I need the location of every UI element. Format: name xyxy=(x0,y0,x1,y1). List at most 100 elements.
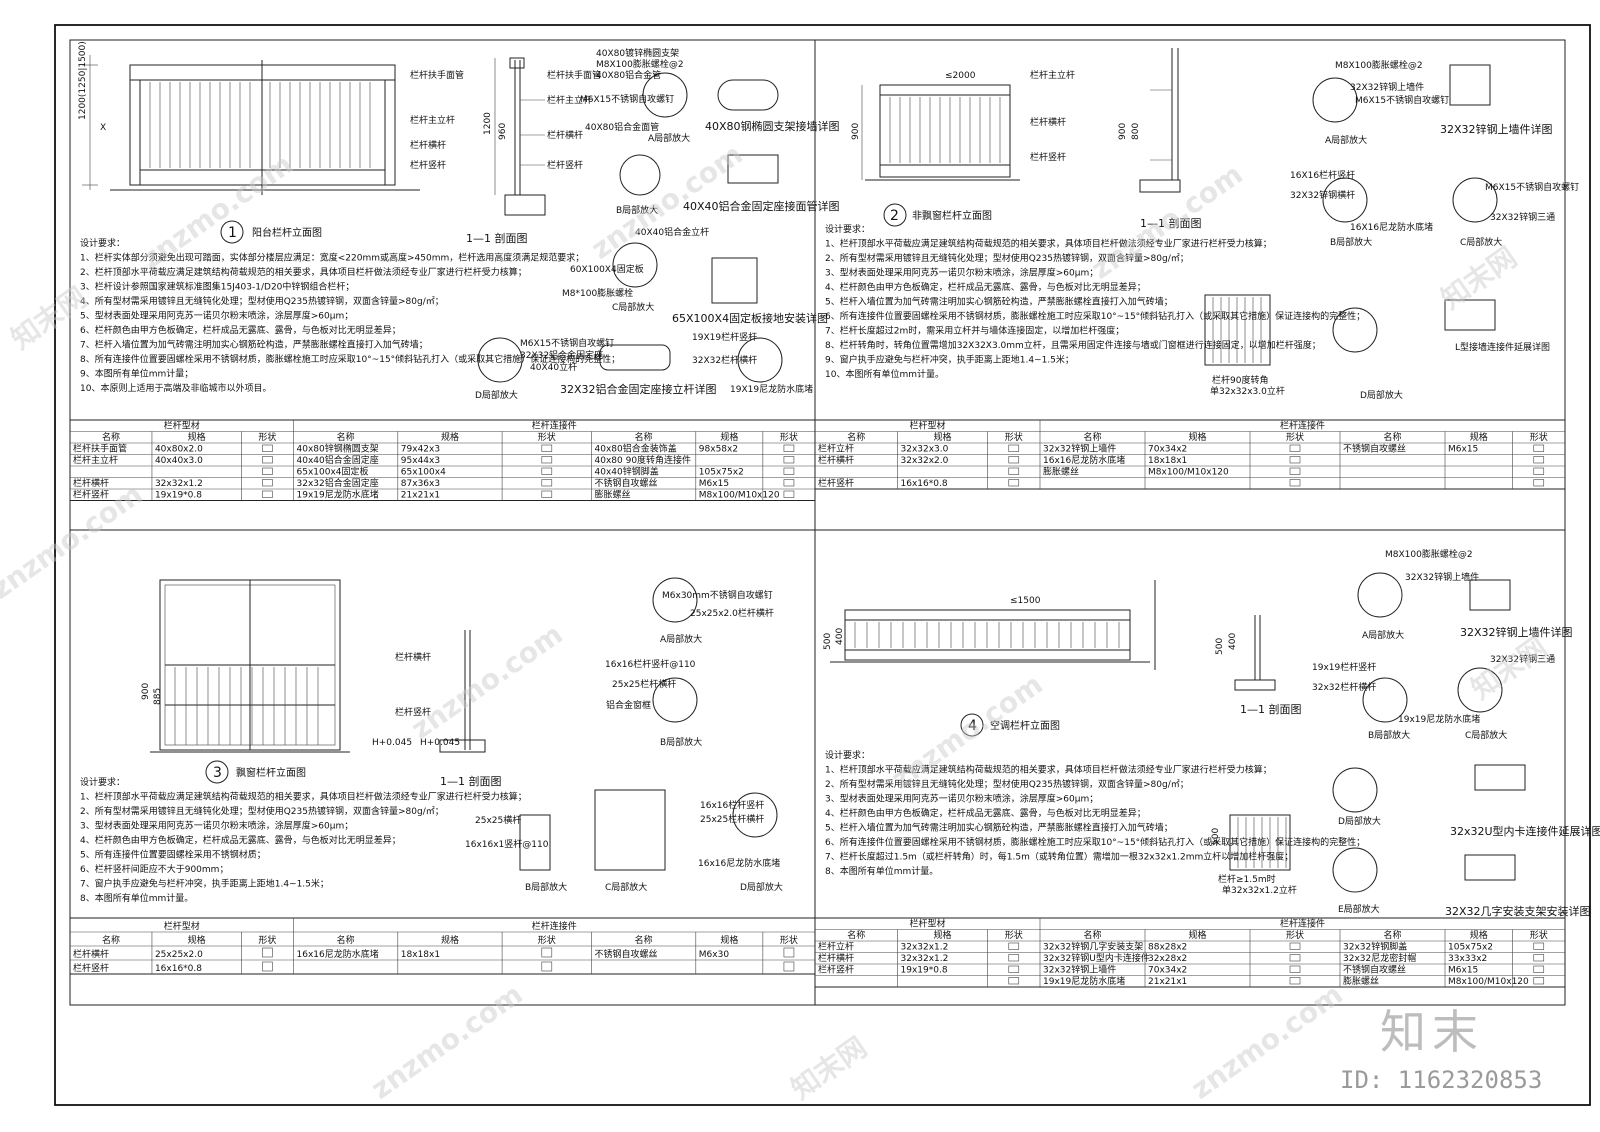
table-cell: 95x44x3 xyxy=(401,456,440,466)
table-cell: 不锈钢自攻螺丝 xyxy=(1343,964,1406,976)
table-cell: M8x100/M10x120 xyxy=(1148,468,1229,478)
table-cell: 32x32锌钢上墙件 xyxy=(1043,443,1116,455)
znzmo-logo: 知末 xyxy=(1380,1005,1484,1059)
table-header: 规格 xyxy=(441,431,459,443)
p3-detail-text-0: M6x30mm不锈钢自攻螺钉 xyxy=(662,589,773,601)
table-shape-icon xyxy=(1289,444,1301,452)
image-id: ID: 1162320853 xyxy=(1340,1066,1543,1094)
p1-note-line: 10、本原则上适用于高端及非临城市以外项目。 xyxy=(80,382,271,394)
table-cell: 16x16*0.8 xyxy=(155,964,202,974)
p4-note-line: 7、栏杆长度超过1.5m（或栏杆转角）时，每1.5m（或转角位置）需增加一根32… xyxy=(825,851,1293,863)
p4-detail-text-5: 19x19尼龙防水底堵 xyxy=(1398,713,1480,725)
p3-detail-text-4: 25x25栏杆横杆 xyxy=(612,678,676,690)
table-cell: 16x16尼龙防水底堵 xyxy=(1043,454,1125,466)
table-shape-icon xyxy=(262,444,273,452)
table-header: 形状 xyxy=(1286,929,1304,941)
p2-detail-text-11: C局部放大 xyxy=(1460,236,1502,248)
p3-detail-a xyxy=(652,577,698,623)
p1-detail-text-20: 32X32栏杆横杆 xyxy=(692,354,757,366)
p4-detail-text-13: E局部放大 xyxy=(1338,903,1380,915)
p4-detail-text-3: 19x19栏杆竖杆 xyxy=(1312,661,1376,673)
table-shape-icon xyxy=(541,961,553,972)
table-cell: 32x32x1.2 xyxy=(901,943,949,953)
table-cell: 19x19尼龙防水底堵 xyxy=(1043,975,1125,987)
table-cell: 32x32x1.2 xyxy=(901,954,949,964)
table-cell: 32x32锌钢U型内卡连接件 xyxy=(1043,952,1150,964)
p4-dim-500: 500 xyxy=(823,633,833,650)
table-header: 规格 xyxy=(933,929,951,941)
table-group-connector: 栏杆连接件 xyxy=(532,920,577,932)
table-header: 名称 xyxy=(1383,929,1401,941)
table-shape-icon xyxy=(262,467,273,475)
p4-note-line: 1、栏杆顶部水平荷载应满足建筑结构荷载规范的相关要求，具体项目栏杆做法须经专业厂… xyxy=(825,764,1272,776)
p4-detail-c xyxy=(1457,667,1503,713)
table-shape-icon xyxy=(541,467,553,475)
table-shape-icon xyxy=(1533,467,1545,475)
p4-title: 空调栏杆立面图 xyxy=(990,719,1060,732)
table-cell: 膨胀螺丝 xyxy=(1343,975,1379,987)
p4-detail-text-6: 32X32锌钢三通 xyxy=(1490,653,1555,665)
panel-3-bay-window-railing xyxy=(150,577,778,871)
p1-detail-text-16: M6X15不锈钢自攻螺钉 xyxy=(520,337,614,349)
table-cell: 32x32锌钢几字安装支架 xyxy=(1043,941,1143,953)
table-header: 名称 xyxy=(337,934,355,946)
p2-corner-view xyxy=(1204,294,1271,366)
table-cell: 21x21x1 xyxy=(1148,977,1187,987)
table-cell: 32x32x1.2 xyxy=(155,479,203,489)
p1-detail-text-14: 60X100X4固定板 xyxy=(570,263,644,275)
table-header: 形状 xyxy=(1530,431,1548,443)
p2-note-line: 1、栏杆顶部水平荷载应满足建筑结构荷载规范的相关要求，具体项目栏杆做法须经专业厂… xyxy=(825,238,1272,250)
table-shape-icon xyxy=(262,490,273,498)
p2-dim-800: 800 xyxy=(1131,123,1141,140)
p1-oval-bracket xyxy=(717,79,779,111)
table-cell: 40x40铝合金固定座 xyxy=(297,454,379,466)
table-cell: 不锈钢自攻螺丝 xyxy=(595,948,658,960)
table-header: 名称 xyxy=(102,431,120,443)
p4-detail-b xyxy=(1362,677,1408,723)
table-header: 形状 xyxy=(538,431,556,443)
p2-detail-text-8: 32X32锌钢三通 xyxy=(1490,211,1555,223)
table-header: 名称 xyxy=(102,934,120,946)
table-shape-icon xyxy=(262,947,273,958)
p4-detail-text-7: 32x32U型内卡连接件延展详图 xyxy=(1450,824,1600,838)
p3-detail-text-8: D局部放大 xyxy=(740,881,783,893)
p4-detail-text-1: 32X32锌钢上墙件 xyxy=(1405,571,1479,583)
p4-section xyxy=(1234,615,1276,691)
p2-l-bracket xyxy=(1444,299,1496,331)
p3-detail-b2 xyxy=(519,814,551,871)
p3-detail-text-9: 25x25横杆 xyxy=(475,814,521,826)
p3-dim-885: 885 xyxy=(153,688,163,705)
p1-detail-text-4: 40X80铝合金面管 xyxy=(585,121,659,133)
watermark-12: znzmo.com xyxy=(1185,977,1349,1105)
p3-note-line: 6、栏杆竖杆间距应不大于900mm； xyxy=(80,863,228,875)
table-header: 名称 xyxy=(635,934,653,946)
p2-corner-sub: 单32x32x3.0立杆 xyxy=(1210,385,1285,397)
table-header: 规格 xyxy=(1470,431,1488,443)
table-shape-icon xyxy=(541,456,553,464)
table-shape-icon xyxy=(783,456,795,464)
table-shape-icon xyxy=(1533,456,1545,464)
table-header: 形状 xyxy=(1286,431,1304,443)
p3-note-line: 3、型材表面处理采用阿克苏一诺贝尔粉末喷涂，涂层厚度>60μm； xyxy=(80,820,353,832)
p4-detail-text-11: C局部放大 xyxy=(1465,729,1507,741)
p1-sec-label-3: 栏杆横杆 xyxy=(547,129,583,141)
p4-detail-text-8: 32X32几字安装支架安装详图 xyxy=(1445,904,1591,918)
table-cell: 105x75x2 xyxy=(1448,943,1493,953)
table-shape-icon xyxy=(541,444,553,452)
table-cell: 87x36x3 xyxy=(401,479,440,489)
text-layer: 1 阳台栏杆立面图 1—1 剖面图 栏杆扶手面管 栏杆主立杆 栏杆横杆 栏杆竖杆… xyxy=(78,41,1600,918)
table-group-connector: 栏杆连接件 xyxy=(1280,918,1325,930)
p3-number: 3 xyxy=(213,765,222,781)
p1-detail-text-17: 32X32铝合金固定座 xyxy=(520,349,603,361)
p3-detail-text-7: C局部放大 xyxy=(605,881,647,893)
table-shape-icon xyxy=(783,961,795,972)
p1-detail-text-13: 40X40铝合金立杆 xyxy=(635,226,709,238)
p4-dim-400: 400 xyxy=(835,628,845,645)
p4-note-line: 3、型材表面处理采用阿克苏一诺贝尔粉末喷涂，涂层厚度>60μm； xyxy=(825,793,1098,805)
table-shape-icon xyxy=(1008,479,1020,487)
p2-note-line: 10、本图所有单位mm计量。 xyxy=(825,368,944,380)
table-shape-icon xyxy=(1008,977,1020,985)
table-cell: 膨胀螺丝 xyxy=(595,489,631,501)
p1-detail-text-1: M8X100膨胀螺栓@2 xyxy=(596,58,684,70)
p2-label-rail: 栏杆横杆 xyxy=(1030,116,1066,128)
